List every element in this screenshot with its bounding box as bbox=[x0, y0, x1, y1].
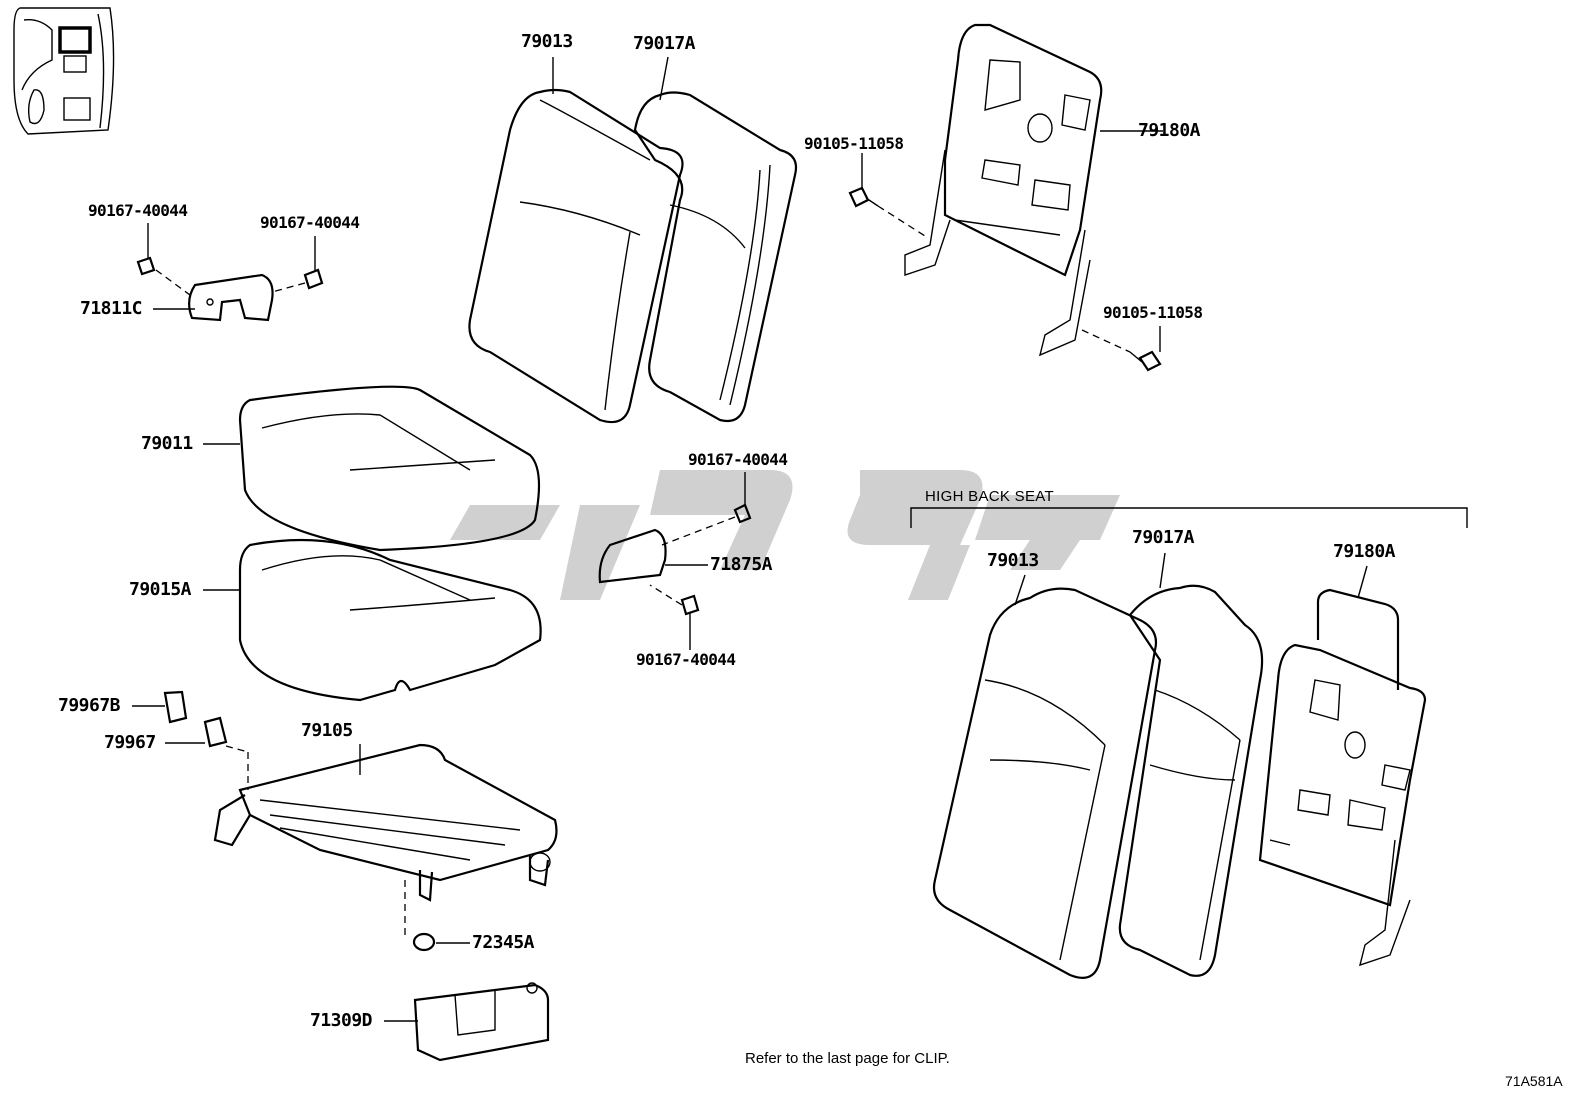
label-79017A-hb[interactable]: 79017A bbox=[1132, 527, 1195, 548]
label-79180A-top[interactable]: 79180A bbox=[1138, 120, 1201, 141]
bolt-90105-a bbox=[848, 186, 879, 208]
label-79105[interactable]: 79105 bbox=[301, 720, 353, 741]
label-79967[interactable]: 79967 bbox=[104, 732, 156, 753]
label-90167-40044-a[interactable]: 90167-40044 bbox=[88, 201, 188, 220]
label-71875A[interactable]: 71875A bbox=[710, 554, 773, 575]
label-90105-11058-a[interactable]: 90105-11058 bbox=[804, 134, 904, 153]
leader-lines bbox=[132, 56, 1368, 1022]
clip-79967 bbox=[203, 716, 228, 748]
label-90167-40044-d[interactable]: 90167-40044 bbox=[636, 650, 736, 669]
diagram-id: 71A581A bbox=[1505, 1073, 1563, 1089]
locator-inset bbox=[13, 7, 115, 135]
label-90167-40044-c[interactable]: 90167-40044 bbox=[688, 450, 788, 469]
watermark-logo bbox=[450, 470, 1120, 600]
label-90105-11058-b[interactable]: 90105-11058 bbox=[1103, 303, 1203, 322]
hb-seat-back-frame-79180A bbox=[1258, 588, 1427, 967]
hb-seat-back-79013 bbox=[932, 587, 1158, 979]
seat-cushion-cover-79015A bbox=[238, 538, 542, 702]
label-79967B[interactable]: 79967B bbox=[58, 695, 121, 716]
clip-79967B bbox=[163, 690, 188, 724]
bracket-71309D bbox=[413, 982, 550, 1062]
seat-cushion-79011 bbox=[238, 385, 541, 552]
label-90167-40044-b[interactable]: 90167-40044 bbox=[260, 213, 360, 232]
label-79017A-top[interactable]: 79017A bbox=[633, 33, 696, 54]
label-72345A[interactable]: 72345A bbox=[472, 932, 535, 953]
bolt-90105-b bbox=[1129, 350, 1162, 372]
label-79013-top[interactable]: 79013 bbox=[521, 31, 573, 52]
high-back-seat-title: HIGH BACK SEAT bbox=[925, 488, 1054, 505]
label-79011[interactable]: 79011 bbox=[141, 433, 193, 454]
label-79015A[interactable]: 79015A bbox=[129, 579, 192, 600]
label-71309D[interactable]: 71309D bbox=[310, 1010, 373, 1031]
clip-note: Refer to the last page for CLIP. bbox=[745, 1050, 950, 1067]
label-79180A-hb[interactable]: 79180A bbox=[1333, 541, 1396, 562]
label-79013-hb[interactable]: 79013 bbox=[987, 550, 1039, 571]
high-back-bracket bbox=[910, 507, 1468, 528]
label-71811C[interactable]: 71811C bbox=[80, 298, 143, 319]
cap-72345A bbox=[412, 932, 436, 952]
seat-back-frame-79180A bbox=[904, 23, 1103, 357]
seat-back-cover-79017A bbox=[633, 91, 798, 423]
hb-seat-back-cover-79017A bbox=[1118, 584, 1264, 977]
trim-71811C bbox=[136, 256, 324, 322]
dashed-lines bbox=[155, 205, 1131, 935]
seat-track-79105 bbox=[213, 743, 558, 902]
seat-back-79013 bbox=[468, 88, 684, 424]
cover-71875A bbox=[598, 503, 752, 616]
